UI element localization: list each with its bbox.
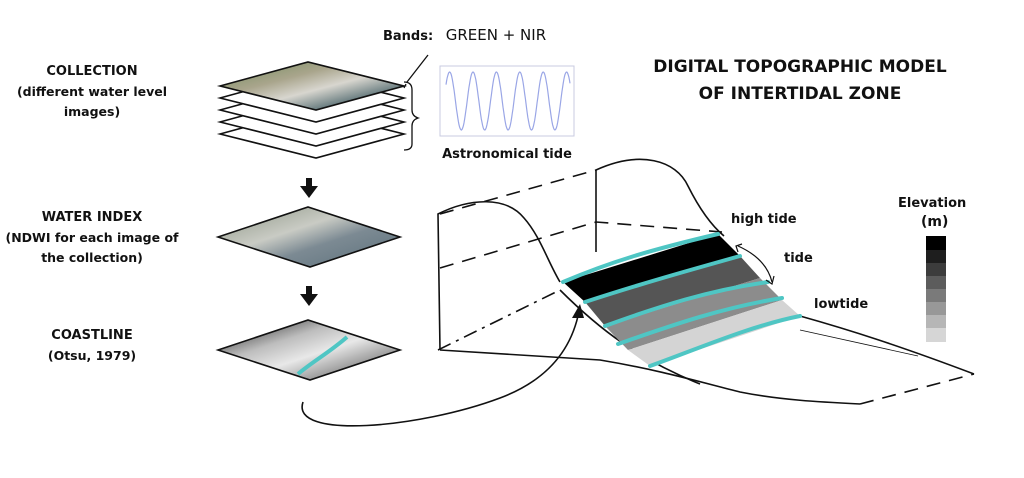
low-tide-label: lowtide (814, 297, 869, 312)
collection-subtitle-1: (different water level (16, 84, 168, 99)
collection-stack (216, 61, 408, 159)
water-index-label: WATER INDEX (NDWI for each image of the … (0, 208, 184, 268)
tide-chart (439, 65, 575, 137)
coastline-label: COASTLINE (Otsu, 1979) (0, 326, 184, 366)
elevation-label: Elevation (898, 196, 967, 211)
bands-label-text: Bands: (383, 29, 434, 44)
bands-label: Bands: GREEN + NIR (383, 25, 546, 47)
curved-arrow-head (572, 304, 584, 318)
high-tide-label: high tide (731, 212, 797, 227)
coastline-title: COASTLINE (51, 328, 133, 343)
elevation-scale (926, 236, 946, 342)
water-index-subtitle-1: (NDWI for each image of (5, 230, 179, 245)
coastline-image (215, 319, 403, 381)
collection-subtitle-2: images) (63, 104, 121, 119)
model-title: DIGITAL TOPOGRAPHIC MODEL OF INTERTIDAL … (620, 54, 980, 108)
stack-bracket (403, 81, 421, 151)
tide-chart-caption: Astronomical tide (442, 147, 572, 162)
bands-pointer (403, 54, 429, 89)
tide-range-arrow (735, 243, 775, 285)
tide-wave (445, 71, 571, 131)
collection-title: COLLECTION (46, 64, 138, 79)
tide-lines (561, 232, 802, 368)
down-arrow-1 (300, 178, 318, 198)
down-arrow-2 (300, 286, 318, 306)
detected-coastline (296, 335, 349, 376)
topographic-model (437, 158, 975, 405)
curved-arrow (301, 315, 579, 427)
tide-label: tide (784, 251, 813, 266)
elevation-unit: (m) (921, 214, 949, 230)
bands-value: GREEN + NIR (445, 26, 547, 44)
water-index-subtitle-2: the collection) (41, 250, 143, 265)
model-title-line-1: DIGITAL TOPOGRAPHIC MODEL (653, 57, 947, 77)
coastline-subtitle: (Otsu, 1979) (47, 348, 137, 363)
model-title-line-2: OF INTERTIDAL ZONE (698, 84, 902, 104)
collection-label: COLLECTION (different water level images… (0, 62, 184, 122)
water-index-title: WATER INDEX (41, 210, 143, 225)
water-index-image (215, 206, 403, 268)
